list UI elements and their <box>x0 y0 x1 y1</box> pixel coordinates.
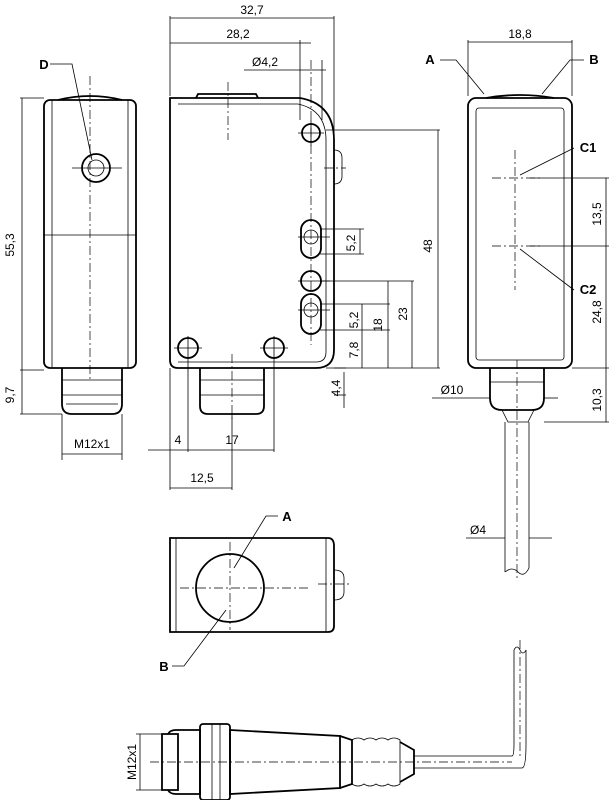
rear-view-right <box>467 94 609 580</box>
dim-24-8: 24,8 <box>590 300 604 324</box>
left-dimensions: 55,3 9,7 M12x1 D <box>3 57 123 460</box>
dim-4: 4 <box>175 433 182 447</box>
thread-label-left: M12x1 <box>74 437 110 451</box>
center-bottom-dimensions: 4 17 12,5 <box>148 360 275 490</box>
dim-23: 23 <box>396 307 410 321</box>
center-top-dimensions: 32,7 28,2 Ø4,2 <box>169 3 335 138</box>
dim-dia-10: Ø10 <box>441 383 464 397</box>
dim-28-2: 28,2 <box>226 27 250 41</box>
dim-13-5: 13,5 <box>590 202 604 226</box>
dim-9-7: 9,7 <box>3 386 17 403</box>
dim-7-8: 7,8 <box>347 341 361 358</box>
right-dimensions: 18,8 A B C1 C2 13,5 24,8 10,3 Ø10 Ø4 <box>425 27 609 539</box>
cable-connector <box>150 640 527 800</box>
label-c2: C2 <box>580 282 597 297</box>
dim-32-7: 32,7 <box>240 3 264 17</box>
center-right-dimensions: 48 5,2 23 18 5,2 7,8 4,4 <box>320 129 440 408</box>
top-view-center: A B <box>159 509 350 674</box>
thread-label-bottom: M12x1 <box>125 744 139 780</box>
dim-12-5: 12,5 <box>190 471 214 485</box>
label-a-top: A <box>425 52 435 67</box>
label-b-bottom: B <box>159 659 168 674</box>
bottom-connector-dims: M12x1 <box>125 733 162 791</box>
label-b-top: B <box>589 52 598 67</box>
label-a-bottom: A <box>282 509 292 524</box>
dim-18-8: 18,8 <box>508 27 532 41</box>
front-view-center <box>169 40 346 420</box>
dim-hole-4-2: Ø4,2 <box>252 55 278 69</box>
label-c1: C1 <box>580 140 597 155</box>
dim-48: 48 <box>421 239 435 253</box>
dim-10-3: 10,3 <box>590 388 604 412</box>
dim-dia-4: Ø4 <box>470 523 486 537</box>
dim-4-4: 4,4 <box>329 379 343 396</box>
dim-55-3: 55,3 <box>3 233 17 257</box>
dim-5-2-upper: 5,2 <box>344 234 358 251</box>
dim-5-2-lower: 5,2 <box>347 311 361 328</box>
side-view-left <box>43 76 137 415</box>
label-d: D <box>39 57 48 72</box>
dim-18: 18 <box>371 318 385 332</box>
